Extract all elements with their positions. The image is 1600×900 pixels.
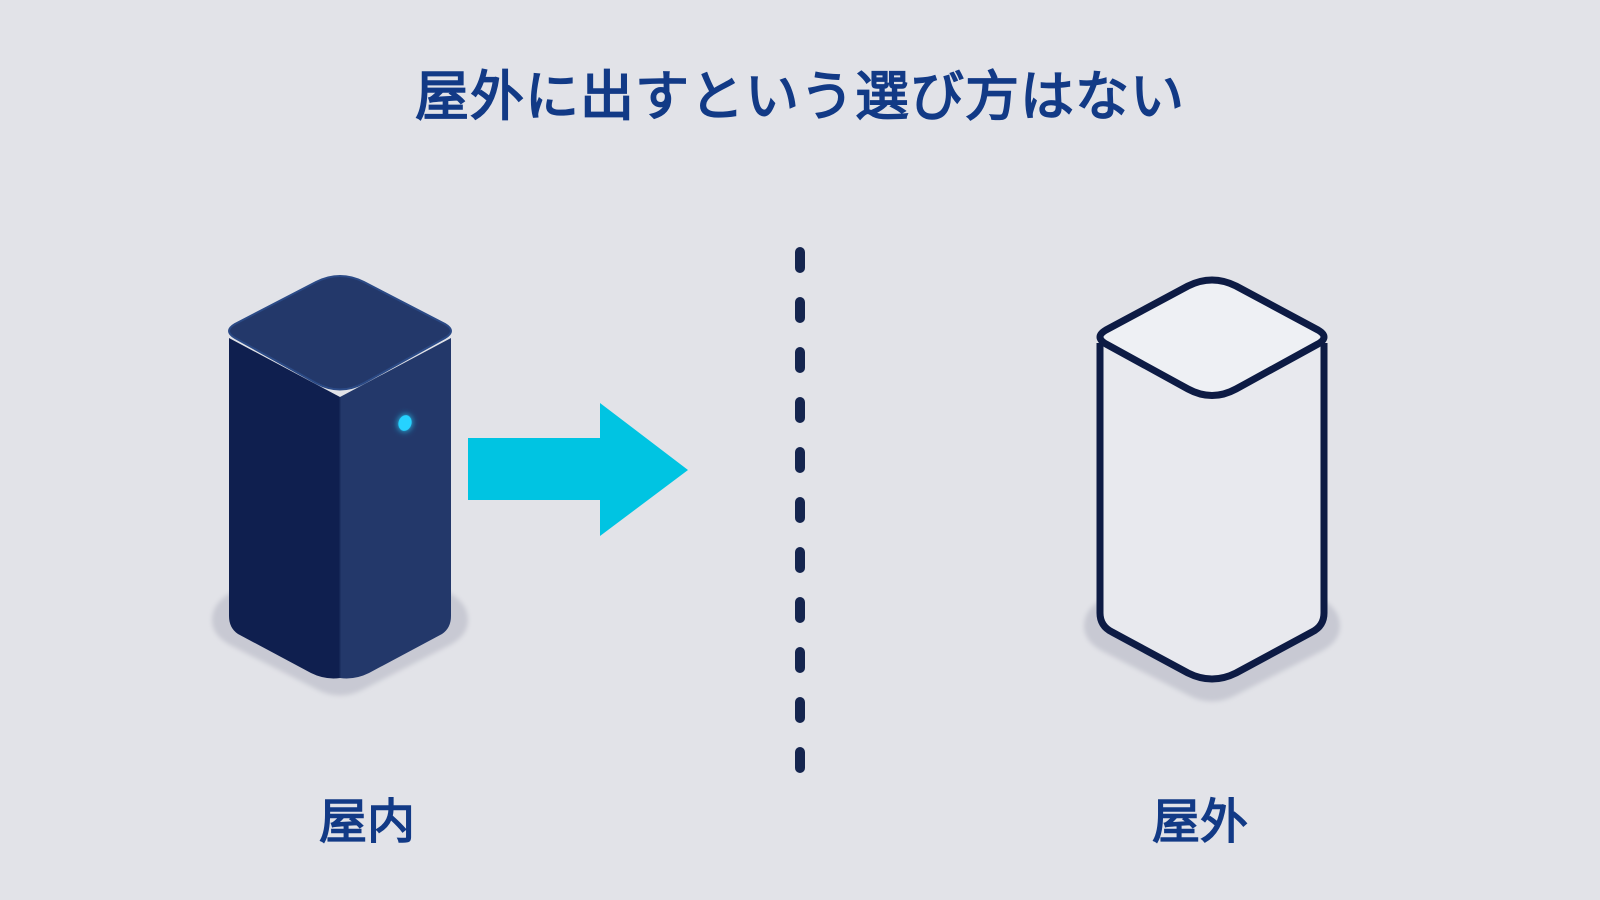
- outdoor-label: 屋外: [1151, 794, 1248, 850]
- indoor-router-right-face: [340, 338, 451, 679]
- outdoor-router-icon: [1084, 276, 1340, 702]
- outdoor-router-body: [1096, 343, 1328, 683]
- indoor-router-icon: [212, 275, 468, 696]
- indoor-router-top-face: [228, 275, 452, 391]
- led-indicator-icon: [398, 415, 412, 431]
- outdoor-router-top-face: [1096, 276, 1328, 399]
- indoor-router-left-face: [229, 338, 340, 679]
- indoor-label: 屋内: [318, 794, 415, 850]
- arrow-right-icon: [468, 403, 688, 536]
- page-title: 屋外に出すという選び方はない: [415, 65, 1185, 128]
